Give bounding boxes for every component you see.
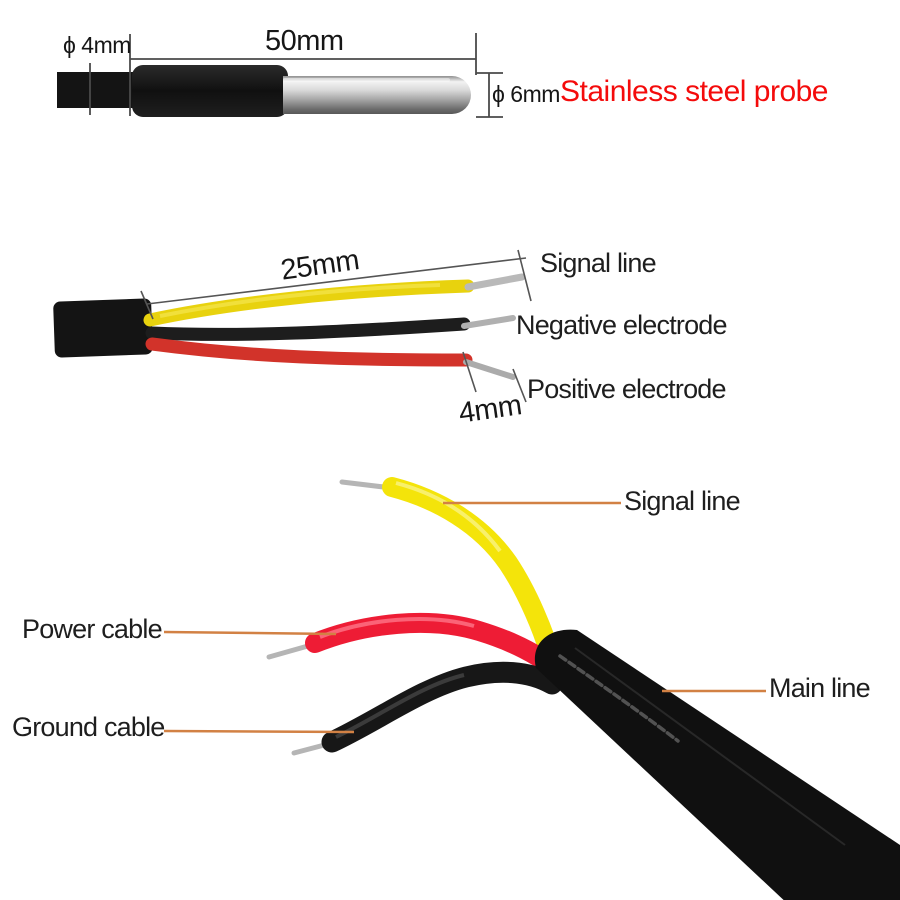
power-cable-label: Power cable (22, 614, 163, 644)
power-wire-red (305, 612, 568, 681)
dim-bracket-6mm (476, 72, 503, 118)
negative-electrode-label: Negative electrode (516, 310, 728, 340)
cable-jacket (53, 298, 153, 358)
main-cable-gloss-2 (574, 647, 846, 846)
stripped-cable-illustration (53, 273, 526, 380)
cable-diameter-dim: ϕ 4mm (63, 32, 131, 58)
ground-wire-highlight (335, 673, 465, 739)
dim-line-25mm (146, 257, 527, 305)
positive-electrode-label: Positive electrode (527, 374, 727, 404)
leader-ground (163, 729, 355, 734)
ground-wire-black (321, 661, 563, 753)
signal-wire-yellow (143, 279, 475, 327)
negative-wire-bare-tip (461, 315, 516, 329)
dim-tick-4mm-left (462, 351, 477, 393)
signal-line-label-mid: Signal line (540, 248, 657, 278)
main-cable-illustration (266, 477, 900, 900)
probe-sleeve (132, 65, 288, 117)
main-cable-gloss (558, 654, 680, 743)
strip-dimension-lines (140, 249, 532, 403)
probe-cable (57, 72, 137, 108)
dim-tick-25mm-left (140, 290, 154, 320)
signal-line-label-bottom: Signal line (624, 486, 741, 516)
leader-power (163, 630, 337, 636)
signal-wire-yellow-bottom (382, 477, 563, 673)
main-line-label: Main line (769, 673, 871, 703)
signal-wire-bare-tip (464, 273, 526, 291)
probe-diameter-dim: ϕ 6mm (492, 81, 560, 107)
positive-wire-red (145, 337, 473, 367)
steel-tube (283, 76, 471, 114)
probe-illustration (57, 65, 471, 117)
signal-wire-highlight-bottom (395, 481, 502, 553)
dim-tick-4mm-right (512, 368, 527, 403)
probe-length-dim: 50mm (265, 25, 344, 57)
negative-wire-black (145, 317, 471, 341)
probe-dimension-lines (89, 33, 503, 118)
positive-wire-bare-tip (463, 359, 516, 380)
probe-title: Stainless steel probe (560, 75, 829, 108)
power-wire-highlight (319, 617, 475, 639)
leader-lines (163, 501, 766, 734)
signal-wire-highlight (159, 283, 441, 318)
main-cable (534, 629, 900, 900)
ground-cable-label: Ground cable (12, 712, 165, 742)
dim-tick-25mm-right (517, 249, 532, 302)
